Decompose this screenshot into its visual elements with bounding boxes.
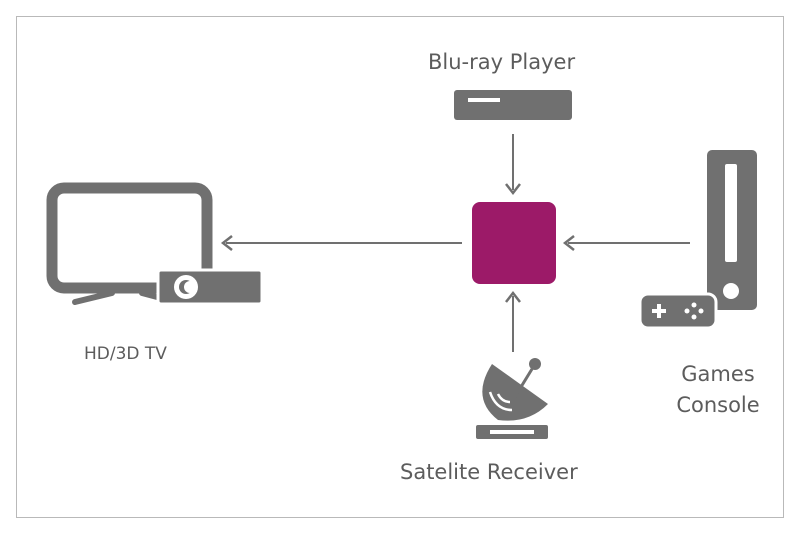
bluray-player-icon bbox=[454, 90, 572, 120]
tv-with-projector-icon bbox=[46, 182, 264, 306]
arrow-satellite-to-hub bbox=[505, 290, 521, 352]
console-label-line2: Console bbox=[676, 393, 760, 417]
bluray-player-label: Blu-ray Player bbox=[428, 50, 576, 74]
satellite-receiver-label: Satelite Receiver bbox=[400, 460, 578, 484]
tv-label: HD/3D TV bbox=[84, 344, 167, 364]
console-label-line1: Games bbox=[681, 362, 755, 386]
arrow-hub-to-tv bbox=[220, 235, 462, 251]
hub-box bbox=[472, 202, 556, 284]
diagram-frame bbox=[16, 16, 784, 518]
game-console-icon bbox=[638, 150, 757, 330]
satellite-dish-icon bbox=[476, 358, 548, 439]
arrow-bluray-to-hub bbox=[505, 134, 521, 196]
arrow-console-to-hub bbox=[562, 235, 690, 251]
